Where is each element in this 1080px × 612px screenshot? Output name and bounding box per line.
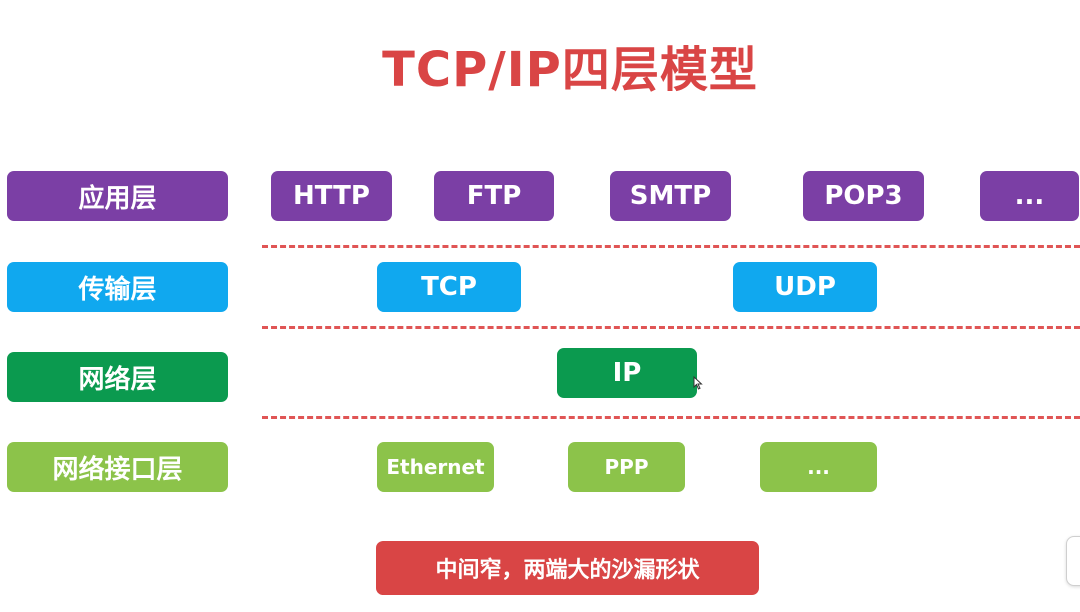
- protocol-ip: IP: [557, 348, 697, 398]
- layer-label-interface: 网络接口层: [7, 442, 228, 492]
- hourglass-note: 中间窄，两端大的沙漏形状: [376, 541, 759, 595]
- layer-label-network: 网络层: [7, 352, 228, 402]
- protocol-ftp: FTP: [434, 171, 554, 221]
- layer-label-transport: 传输层: [7, 262, 228, 312]
- protocol-udp: UDP: [733, 262, 877, 312]
- protocol-ppp: PPP: [568, 442, 685, 492]
- mouse-pointer-icon: [693, 376, 703, 390]
- protocol-tcp: TCP: [377, 262, 521, 312]
- layer-divider: [262, 326, 1080, 329]
- protocol-more-interface: ...: [760, 442, 877, 492]
- layer-divider: [262, 245, 1080, 248]
- layer-divider: [262, 416, 1080, 419]
- protocol-smtp: SMTP: [610, 171, 731, 221]
- layer-label-application: 应用层: [7, 171, 228, 221]
- protocol-more-application: ...: [980, 171, 1079, 221]
- page-title: TCP/IP四层模型: [382, 42, 758, 98]
- protocol-http: HTTP: [271, 171, 392, 221]
- protocol-pop3: POP3: [803, 171, 924, 221]
- side-panel-handle[interactable]: [1066, 536, 1080, 586]
- protocol-ethernet: Ethernet: [377, 442, 494, 492]
